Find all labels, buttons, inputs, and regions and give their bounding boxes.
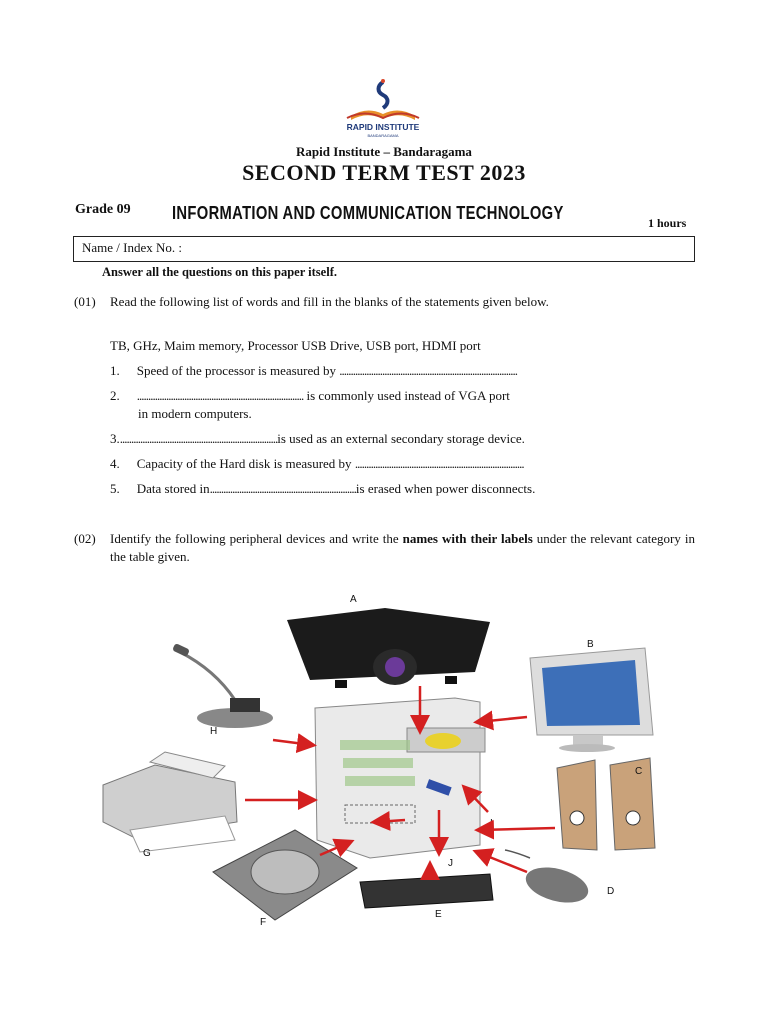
- q1-item-2: 2.......................................…: [110, 388, 510, 403]
- label-c: C: [635, 766, 642, 777]
- label-h: H: [210, 726, 217, 737]
- item-number: 3.: [110, 431, 120, 446]
- answer-blank: ........................................…: [209, 481, 357, 496]
- hard-disk-device: [212, 829, 358, 921]
- q1-item-1: 1.Speed of the processor is measured by …: [110, 363, 518, 378]
- printer-device: [102, 751, 238, 853]
- q1-item-5: 5.Data stored in........................…: [110, 481, 536, 496]
- label-i: I: [490, 818, 493, 829]
- item-number: 1.: [110, 363, 120, 378]
- q1-item-2-cont: in modern computers.: [138, 406, 252, 421]
- item-number: 5.: [110, 481, 120, 496]
- duration-label: 1 hours: [648, 216, 687, 230]
- item-number: 4.: [110, 456, 120, 471]
- monitor-device: [529, 647, 654, 752]
- speakers-device: [556, 757, 656, 851]
- microphone-device: [173, 643, 273, 728]
- q1-number: (01): [74, 294, 96, 309]
- grade-label: Grade 09: [75, 202, 131, 217]
- q1-item-3: 3.......................................…: [110, 431, 525, 446]
- q2-bold-text: names with their labels: [402, 531, 533, 546]
- institute-name: Rapid Institute – Bandaragama: [296, 144, 472, 159]
- answer-blank: ........................................…: [136, 388, 304, 403]
- logo-text: RAPID INSTITUTE: [347, 122, 420, 132]
- name-index-label: Name / Index No. :: [82, 240, 183, 255]
- logo-subtext: BANDARAGAMA: [367, 133, 398, 138]
- label-d: D: [607, 886, 614, 897]
- label-e: E: [435, 909, 442, 920]
- institute-logo: RAPID INSTITUTE BANDARAGAMA: [343, 78, 423, 140]
- q2-text: Identify the following peripheral device…: [110, 531, 695, 564]
- label-g: G: [143, 848, 151, 859]
- q1-item-4: 4.Capacity of the Hard disk is measured …: [110, 456, 525, 471]
- label-b: B: [587, 639, 594, 650]
- label-f: F: [260, 917, 266, 928]
- label-j: J: [448, 858, 453, 869]
- subject-title: INFORMATION AND COMMUNICATION TECHNOLOGY: [172, 203, 564, 223]
- q2-number: (02): [74, 531, 96, 546]
- answer-blank: ........................................…: [354, 456, 525, 471]
- item-number: 2.: [110, 388, 120, 403]
- projector-device: [287, 608, 490, 688]
- mouse-device: [504, 849, 589, 903]
- test-title: SECOND TERM TEST 2023: [242, 160, 526, 185]
- keyboard-device: [359, 873, 494, 909]
- q1-text: Read the following list of words and fil…: [110, 294, 549, 309]
- answer-blank: ........................................…: [339, 363, 518, 378]
- answer-blank: ........................................…: [119, 431, 278, 446]
- pointer-arrows: [245, 686, 556, 880]
- label-a: A: [350, 594, 357, 605]
- q1-word-list: TB, GHz, Maim memory, Processor USB Driv…: [110, 338, 481, 353]
- instruction-text: Answer all the questions on this paper i…: [102, 265, 337, 279]
- system-unit-device: [314, 697, 486, 859]
- name-index-box[interactable]: [73, 236, 695, 262]
- peripheral-devices-figure: A B H: [95, 590, 695, 935]
